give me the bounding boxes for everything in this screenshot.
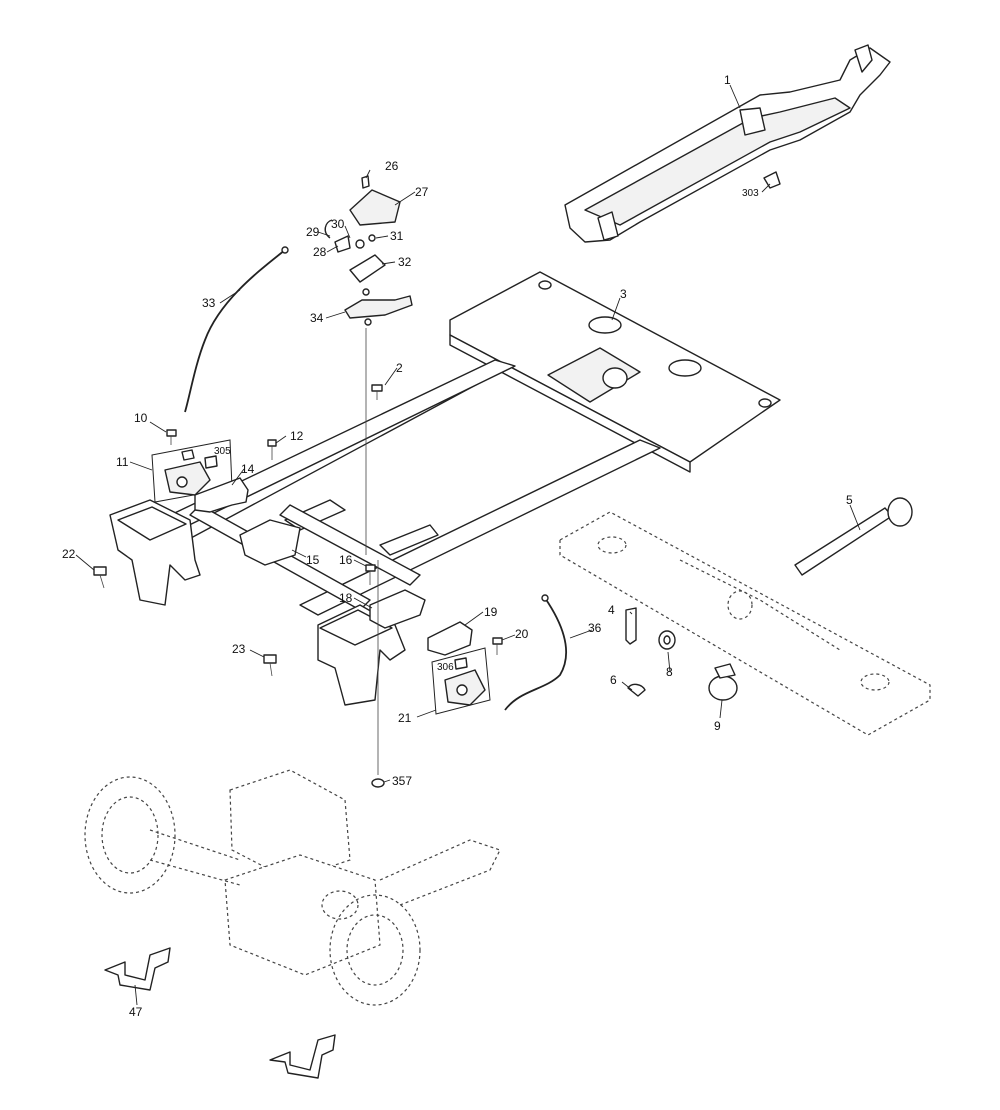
callout-4: 4 xyxy=(608,603,615,617)
part-19-bracket xyxy=(427,621,473,656)
callout-11: 11 xyxy=(116,455,129,469)
upper-lever-parts xyxy=(324,175,413,326)
callout-6: 6 xyxy=(610,673,617,687)
callout-18: 18 xyxy=(339,591,353,605)
callout-357: 357 xyxy=(392,774,412,788)
callout-303: 303 xyxy=(742,188,759,199)
callout-29: 29 xyxy=(306,225,320,239)
callout-labels: 1 2 3 4 5 6 8 9 10 11 12 14 15 16 18 19 … xyxy=(62,73,853,1019)
ghost-rear-axle xyxy=(84,769,501,1006)
part-14-bracket xyxy=(194,477,249,513)
leader-lines xyxy=(75,84,861,1006)
part-22-bolt xyxy=(93,566,107,589)
callout-20: 20 xyxy=(515,627,529,641)
callout-14: 14 xyxy=(241,462,255,476)
part-8-washer xyxy=(658,630,676,650)
part-15-bracket xyxy=(239,519,301,566)
callout-305: 305 xyxy=(214,446,231,457)
main-frame xyxy=(129,359,661,616)
callout-47: 47 xyxy=(129,1005,143,1019)
part-10-bolt xyxy=(166,429,177,445)
callout-22: 22 xyxy=(62,547,76,561)
part-33-cable xyxy=(184,246,289,413)
callout-19: 19 xyxy=(484,605,498,619)
callout-32: 32 xyxy=(398,255,412,269)
callout-12: 12 xyxy=(290,429,304,443)
callout-5: 5 xyxy=(846,493,853,507)
callout-28: 28 xyxy=(313,245,327,259)
callout-27: 27 xyxy=(415,185,429,199)
part-2-bolt xyxy=(371,384,383,400)
part-16-bolt xyxy=(365,564,376,585)
callout-23: 23 xyxy=(232,642,246,656)
part-18-bracket xyxy=(369,589,426,629)
part-5-pin xyxy=(794,497,913,576)
callout-21: 21 xyxy=(398,711,412,725)
callout-30: 30 xyxy=(331,217,345,231)
callout-3: 3 xyxy=(620,287,627,301)
callout-34: 34 xyxy=(310,311,324,325)
part-11-switch-assembly xyxy=(151,439,233,503)
callout-26: 26 xyxy=(385,159,399,173)
ghost-frame xyxy=(559,511,931,736)
callout-31: 31 xyxy=(390,229,404,243)
callout-8: 8 xyxy=(666,665,673,679)
part-3-plate xyxy=(449,271,781,473)
part-4-pin xyxy=(625,607,637,645)
part-36-cable xyxy=(504,594,568,711)
part-12-bolt xyxy=(267,439,277,460)
left-front-bracket xyxy=(109,499,201,606)
part-47-strap-upper xyxy=(104,947,171,991)
callout-15: 15 xyxy=(306,553,320,567)
callout-16: 16 xyxy=(339,553,353,567)
callout-306: 306 xyxy=(437,662,454,673)
part-303-clip xyxy=(763,171,781,189)
part-9-clamp xyxy=(708,663,738,701)
callout-36: 36 xyxy=(588,621,602,635)
part-20-bolt xyxy=(492,637,503,655)
callout-2: 2 xyxy=(396,361,403,375)
callout-33: 33 xyxy=(202,296,216,310)
part-23-bolt xyxy=(263,654,277,677)
part-357-washer xyxy=(371,778,385,788)
part-47-strap-lower xyxy=(269,1034,336,1079)
callout-1: 1 xyxy=(724,73,731,87)
part-21-switch-assembly xyxy=(431,647,491,715)
callout-10: 10 xyxy=(134,411,148,425)
part-1-cover xyxy=(564,44,891,243)
callout-9: 9 xyxy=(714,719,721,733)
part-6-clip xyxy=(627,683,646,697)
